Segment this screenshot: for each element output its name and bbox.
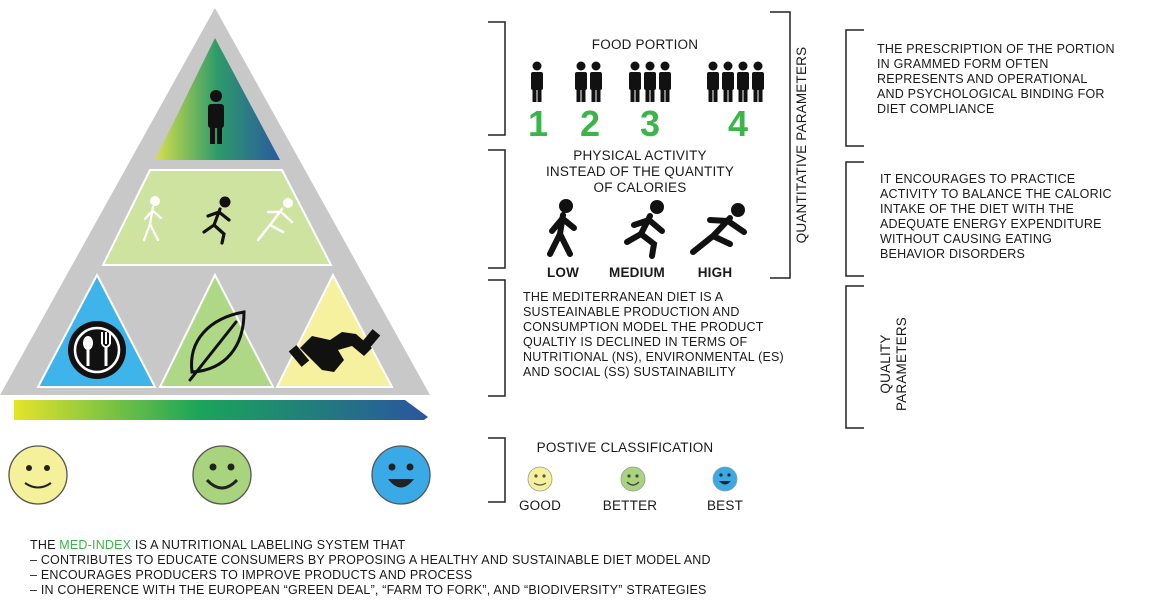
quality-params-line: QUALITY <box>878 334 893 394</box>
portion-note-line: REPRESENTS AND OPERATIONAL <box>877 72 1088 86</box>
activity-level-medium: MEDIUM <box>609 265 665 280</box>
portion-note: THE PRESCRIPTION OF THE PORTION IN GRAMM… <box>877 42 1147 117</box>
activity-note-line: IT ENCOURAGES TO PRACTICE <box>880 172 1076 186</box>
classification-good: GOOD <box>518 498 562 513</box>
sprinting-high-icon <box>690 203 747 255</box>
walking-icon <box>142 196 163 242</box>
bracket-portion-note <box>845 29 864 147</box>
footer-line: – IN COHERENCE WITH THE EUROPEAN “GREEN … <box>30 583 707 597</box>
activity-note-line: ADEQUATE ENERGY EXPENDITURE <box>880 217 1102 231</box>
footer-text: THE MED-INDEX IS A NUTRITIONAL LABELING … <box>30 538 1030 598</box>
portion-number-1: 1 <box>527 103 549 144</box>
face-best-icon <box>712 466 738 492</box>
bracket-quality <box>488 279 506 397</box>
smiley-faces-row <box>8 445 431 505</box>
portion-people-icons <box>531 61 764 102</box>
smiley-best-icon <box>371 445 431 505</box>
leaf-icon <box>188 310 246 382</box>
bracket-quality-params <box>845 285 864 429</box>
quality-parameters-label: QUALITY PARAMETERS <box>878 316 910 412</box>
footer-prefix: THE <box>30 538 60 552</box>
quality-line: NUTRITIONAL (NS), ENVIRONMENTAL (ES) <box>523 350 784 364</box>
activity-title-line: OF CALORIES <box>593 180 687 195</box>
face-good-icon <box>527 466 553 492</box>
classification-best: BEST <box>706 498 744 513</box>
portion-note-line: AND PSYCHOLOGICAL BINDING FOR <box>877 87 1105 101</box>
footer-first-line: THE MED-INDEX IS A NUTRITIONAL LABELING … <box>30 538 1030 553</box>
face-better-icon <box>620 466 646 492</box>
person-icon <box>208 90 224 144</box>
activity-title-line: PHYSICAL ACTIVITY <box>573 148 707 163</box>
activity-note-line: WITHOUT CAUSING EATING <box>880 232 1052 246</box>
pyramid-bottom-middle <box>158 272 275 388</box>
quality-line: CONSUMPTION MODEL THE PRODUCT <box>523 320 764 334</box>
classification-better: BETTER <box>602 498 658 513</box>
activity-note-line: BEHAVIOR DISORDERS <box>880 247 1026 261</box>
physical-activity-title: PHYSICAL ACTIVITY INSTEAD OF THE QUANTIT… <box>515 148 765 196</box>
activity-note: IT ENCOURAGES TO PRACTICE ACTIVITY TO BA… <box>880 172 1150 262</box>
bracket-quantitative <box>770 11 791 279</box>
activity-note-line: ACTIVITY TO BALANCE THE CALORIC <box>880 187 1112 201</box>
footer-line: – ENCOURAGES PRODUCERS TO IMPROVE PRODUC… <box>30 568 473 582</box>
running-medium-icon <box>624 200 665 259</box>
food-portion-title: FOOD PORTION <box>591 37 699 52</box>
portion-number-4: 4 <box>727 103 749 144</box>
bracket-food-portion <box>488 21 506 136</box>
quality-line: AND SOCIAL (SS) SUSTAINABILITY <box>523 365 736 379</box>
activity-level-low: LOW <box>546 265 580 280</box>
portion-number-3: 3 <box>639 103 661 144</box>
med-index-highlight: MED-INDEX <box>59 538 132 552</box>
left-brackets <box>488 21 506 503</box>
handshake-icon <box>288 329 381 372</box>
footer-suffix: IS A NUTRITIONAL LABELING SYSTEM THAT <box>131 538 406 552</box>
activity-level-high: HIGH <box>697 265 733 280</box>
portion-note-line: THE PRESCRIPTION OF THE PORTION <box>877 42 1115 56</box>
quality-description: THE MEDITERRANEAN DIET IS A SUSTEAINABLE… <box>523 290 793 380</box>
bracket-physical-activity <box>488 149 506 269</box>
bracket-classification <box>488 437 506 503</box>
quality-line: QUALTIY IS DECLINED IN TERMS OF <box>523 335 748 349</box>
footer-line: – CONTRIBUTES TO EDUCATE CONSUMERS BY PR… <box>30 553 711 567</box>
pyramid-diagram <box>0 8 430 420</box>
quality-line: THE MEDITERRANEAN DIET IS A <box>523 290 724 304</box>
gradient-arrow <box>14 400 428 420</box>
portion-2-icon <box>575 61 602 102</box>
smiley-better-icon <box>192 445 252 505</box>
classification-title: POSTIVE CLASSIFICATION <box>536 440 714 455</box>
portion-4-icon <box>707 61 764 102</box>
classification-faces <box>527 466 738 492</box>
portion-3-icon <box>629 61 671 102</box>
portion-number-2: 2 <box>579 103 601 144</box>
portion-1-icon <box>531 61 543 102</box>
right-brackets <box>770 11 864 429</box>
activity-title-line: INSTEAD OF THE QUANTITY <box>545 164 735 179</box>
activity-note-line: INTAKE OF THE DIET WITH THE <box>880 202 1075 216</box>
bracket-activity-note <box>845 161 864 277</box>
sprinting-icon <box>256 198 294 242</box>
walking-low-icon <box>547 199 577 257</box>
quality-line: SUSTEAINABLE PRODUCTION AND <box>523 305 740 319</box>
smiley-good-icon <box>8 445 68 505</box>
quality-params-line: PARAMETERS <box>894 317 909 412</box>
portion-note-line: IN GRAMMED FORM OFTEN <box>877 57 1049 71</box>
portion-note-line: DIET COMPLIANCE <box>877 102 995 116</box>
plate-cutlery-icon <box>68 321 126 379</box>
activity-level-icons <box>547 199 747 259</box>
running-icon <box>202 196 231 245</box>
quantitative-parameters-label: QUANTITATIVE PARAMETERS <box>794 46 809 244</box>
